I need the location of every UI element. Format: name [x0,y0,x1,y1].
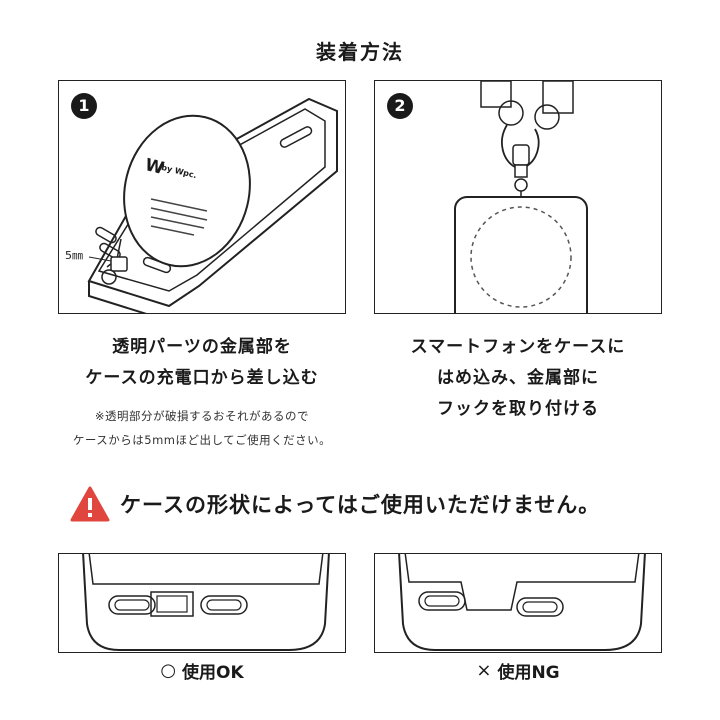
step1-panel: 1 W by Wpc. 5㎜ [58,80,346,314]
step1-note-line2: ケースからは5mmほど出してご使用ください。 [72,433,332,447]
step1-note: ※透明部分が破損するおそれがあるので ケースからは5mmほど出してご使用ください… [20,404,384,452]
step1-caption: 透明パーツの金属部を ケースの充電口から差し込む [40,332,364,394]
step2-panel: 2 [374,80,662,314]
ok-label: 使用OK [182,662,244,683]
warning-text: ケースの形状によってはご使用いただけません。 [120,493,601,517]
size-label: 5㎜ [65,249,83,262]
step1-note-line1: ※透明部分が破損するおそれがあるので [94,409,310,423]
ng-illustration [398,554,646,651]
ng-cross-mark: × [476,659,492,681]
step2-caption-line2: はめ込み、金属部に [437,368,599,388]
ng-label-row: × 使用NG [374,656,662,684]
step1-caption-line2: ケースの充電口から差し込む [85,368,319,388]
ok-illustration [82,554,330,651]
warning-banner: ケースの形状によってはご使用いただけません。 [70,484,690,524]
step2-badge: 2 [387,93,413,119]
step1-caption-line1: 透明パーツの金属部を [112,337,292,357]
step1-illustration [87,97,338,313]
ng-label: 使用NG [497,662,560,683]
page-title: 装着方法 [316,40,404,64]
ok-circle-mark: ○ [160,659,177,681]
ng-panel [374,553,662,653]
step2-caption-line3: フックを取り付ける [437,399,599,419]
ok-panel [58,553,346,653]
ok-label-row: ○ 使用OK [58,656,346,684]
warning-triangle-icon [70,486,110,522]
step2-caption-line1: スマートフォンをケースに [410,337,626,357]
step2-caption: スマートフォンをケースに はめ込み、金属部に フックを取り付ける [366,332,670,425]
step1-badge: 1 [71,93,97,119]
step2-illustration [454,81,588,313]
